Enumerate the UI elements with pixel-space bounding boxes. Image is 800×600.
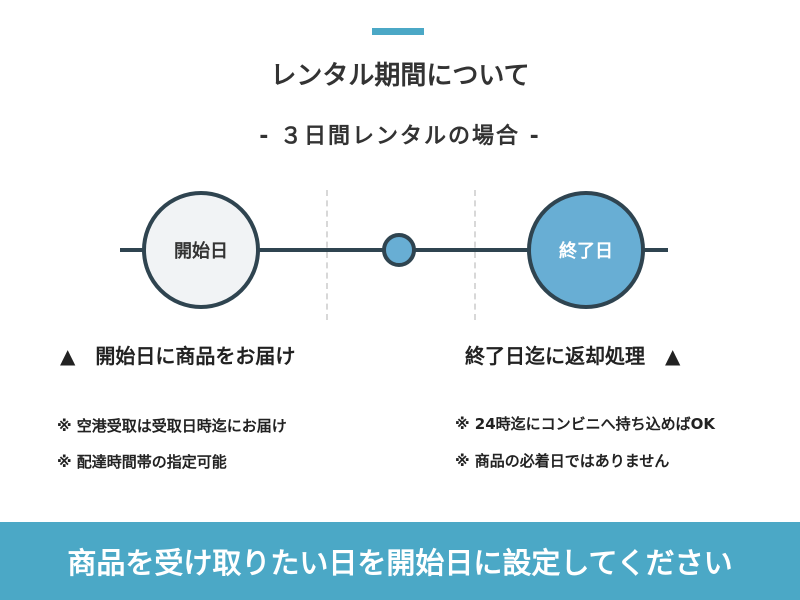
end-note: ※ 商品の必着日ではありません [455,452,670,470]
page-title: レンタル期間について [270,61,530,91]
divider-dashed [326,190,328,320]
middle-day-dot [382,233,416,267]
title-accent-bar [372,28,424,35]
start-note: ※ 空港受取は受取日時迄にお届け [57,417,287,435]
instruction-banner: 商品を受け取りたい日を開始日に設定してください [0,522,800,600]
start-heading: ▲ 開始日に商品をお届け [60,344,296,368]
start-day-circle: 開始日 [142,191,260,309]
divider-dashed [474,190,476,320]
start-note: ※ 配達時間帯の指定可能 [57,453,227,471]
page-subtitle: - ３日間レンタルの場合 - [259,124,541,149]
end-day-label: 終了日 [559,241,613,262]
end-heading: 終了日迄に返却処理 ▲ [465,344,681,368]
end-day-circle: 終了日 [527,191,645,309]
end-note: ※ 24時迄にコンビニへ持ち込めばOK [455,415,716,433]
start-day-label: 開始日 [174,241,228,262]
banner-text: 商品を受け取りたい日を開始日に設定してください [67,546,733,580]
